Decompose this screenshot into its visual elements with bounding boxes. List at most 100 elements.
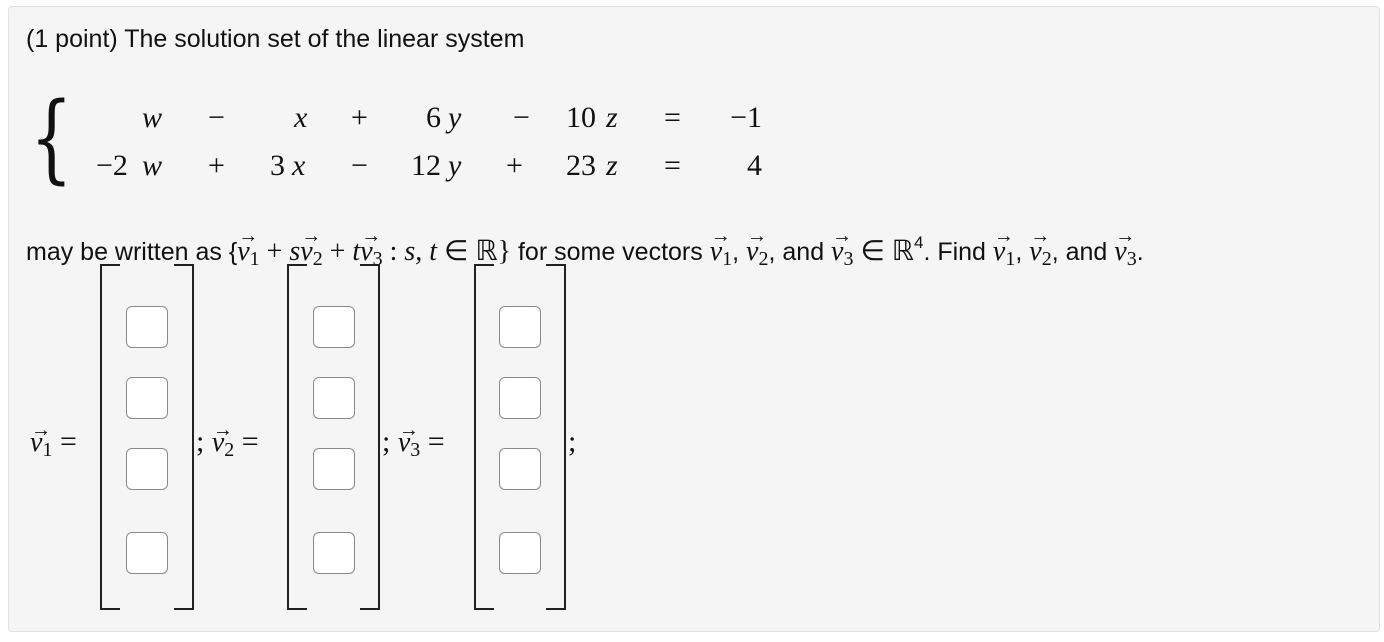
term: w xyxy=(142,101,163,134)
right-bracket xyxy=(174,264,194,610)
parameter: t xyxy=(352,236,361,267)
v3-entry-2[interactable] xyxy=(499,377,541,419)
v1-entry-3[interactable] xyxy=(126,448,168,490)
left-bracket xyxy=(474,264,494,610)
vector-v: v→ xyxy=(212,419,233,458)
vector-subscript: 3 xyxy=(1126,248,1137,270)
v3-entry-3[interactable] xyxy=(499,448,541,490)
right-bracket xyxy=(360,264,380,610)
equals: = xyxy=(427,425,445,458)
operator: − xyxy=(513,101,530,134)
vector-arrow-icon: → xyxy=(710,225,731,247)
vector-subscript: 1 xyxy=(1005,248,1016,270)
statement-text: and xyxy=(775,238,832,266)
vector-arrow-icon: → xyxy=(361,225,382,247)
vector-subscript: 2 xyxy=(1041,248,1052,270)
v1-entry-1[interactable] xyxy=(126,306,168,348)
v1-entry-4[interactable] xyxy=(126,532,168,574)
parameters: s, t xyxy=(404,236,438,267)
v2-entry-3[interactable] xyxy=(313,448,355,490)
vector-subscript: 2 xyxy=(312,248,323,270)
vector-v: v→ xyxy=(993,225,1014,267)
statement-text: . Find xyxy=(923,238,993,266)
left-brace: { xyxy=(30,82,73,194)
vector-arrow-icon: → xyxy=(238,225,259,247)
term: y xyxy=(448,149,462,182)
operator: + xyxy=(506,149,523,182)
vector-v: v→ xyxy=(300,225,321,267)
vector-arrow-icon: → xyxy=(747,225,768,247)
vector-v: v→ xyxy=(746,225,767,267)
v2-entry-2[interactable] xyxy=(313,377,355,419)
v2-entry-4[interactable] xyxy=(313,532,355,574)
statement-text: may be written as { xyxy=(26,238,238,266)
period: . xyxy=(1136,238,1144,266)
exponent: 4 xyxy=(913,233,924,252)
operator: + xyxy=(351,101,368,134)
vector-label-v1: v→1 = xyxy=(30,419,77,468)
coefficient: 23 xyxy=(566,149,596,182)
constant: −1 xyxy=(730,101,762,134)
operator: + xyxy=(329,236,346,267)
comma: , xyxy=(732,238,740,266)
coefficient: 6 xyxy=(426,101,441,134)
colon: : xyxy=(382,236,405,267)
vector-arrow-icon: → xyxy=(993,225,1014,247)
vector-v: v→ xyxy=(30,419,51,458)
v3-entry-1[interactable] xyxy=(499,306,541,348)
equals: = xyxy=(59,425,77,458)
vector-v: v→ xyxy=(831,225,852,267)
linear-system: { w − x + 6 y − 10 z = −1 −2 w + 3 x − 1… xyxy=(26,90,786,188)
v3-entry-4[interactable] xyxy=(499,532,541,574)
operator: − xyxy=(351,149,368,182)
left-bracket xyxy=(100,264,120,610)
vector-subscript: 1 xyxy=(249,248,260,270)
term: x xyxy=(292,149,306,182)
vector-v: v→ xyxy=(1029,225,1050,267)
vector-label-v3: ; v→3 = xyxy=(382,419,445,468)
statement-text: for some vectors xyxy=(511,238,710,266)
operator: + xyxy=(266,236,283,267)
comma: , xyxy=(1015,238,1023,266)
close-brace: } xyxy=(497,236,512,267)
semicolon: ; xyxy=(568,425,577,458)
element-of: ∈ xyxy=(444,236,469,267)
v1-entry-2[interactable] xyxy=(126,377,168,419)
vector-v: v→ xyxy=(360,225,381,267)
vector-arrow-icon: → xyxy=(301,225,322,247)
vector-subscript: 3 xyxy=(410,439,421,461)
coefficient: 10 xyxy=(566,101,596,134)
vector-arrow-icon: → xyxy=(1030,225,1051,247)
vector-v: v→ xyxy=(710,225,731,267)
term: x xyxy=(294,101,308,134)
reals-symbol: ℝ xyxy=(475,236,498,267)
term: z xyxy=(606,149,618,182)
problem-panel xyxy=(8,6,1380,632)
term: z xyxy=(606,101,618,134)
vector-arrow-icon: → xyxy=(1115,225,1136,247)
term: y xyxy=(448,101,462,134)
coefficient: 12 xyxy=(411,149,441,182)
coefficient: 3 xyxy=(270,149,285,182)
vector-subscript: 3 xyxy=(843,248,854,270)
equals: = xyxy=(241,425,259,458)
vector-label-v2: ; v→2 = xyxy=(196,419,259,468)
coefficient: −2 xyxy=(96,149,128,182)
vector-arrow-icon: → xyxy=(832,225,853,247)
right-bracket xyxy=(546,264,566,610)
term: w xyxy=(142,149,163,182)
vector-v: v→ xyxy=(237,225,258,267)
vector-v: v→ xyxy=(1114,225,1135,267)
semicolon: ; xyxy=(382,425,391,458)
operator: + xyxy=(208,149,225,182)
vector-subscript: 1 xyxy=(42,439,53,461)
equals: = xyxy=(664,149,681,182)
vector-subscript: 3 xyxy=(372,248,383,270)
statement-text: , and xyxy=(1051,238,1115,266)
vector-v: v→ xyxy=(398,419,419,458)
semicolon: ; xyxy=(196,425,205,458)
vector-arrow-icon: → xyxy=(398,419,419,441)
constant: 4 xyxy=(747,149,762,182)
vector-subscript: 2 xyxy=(224,439,235,461)
v2-entry-1[interactable] xyxy=(313,306,355,348)
